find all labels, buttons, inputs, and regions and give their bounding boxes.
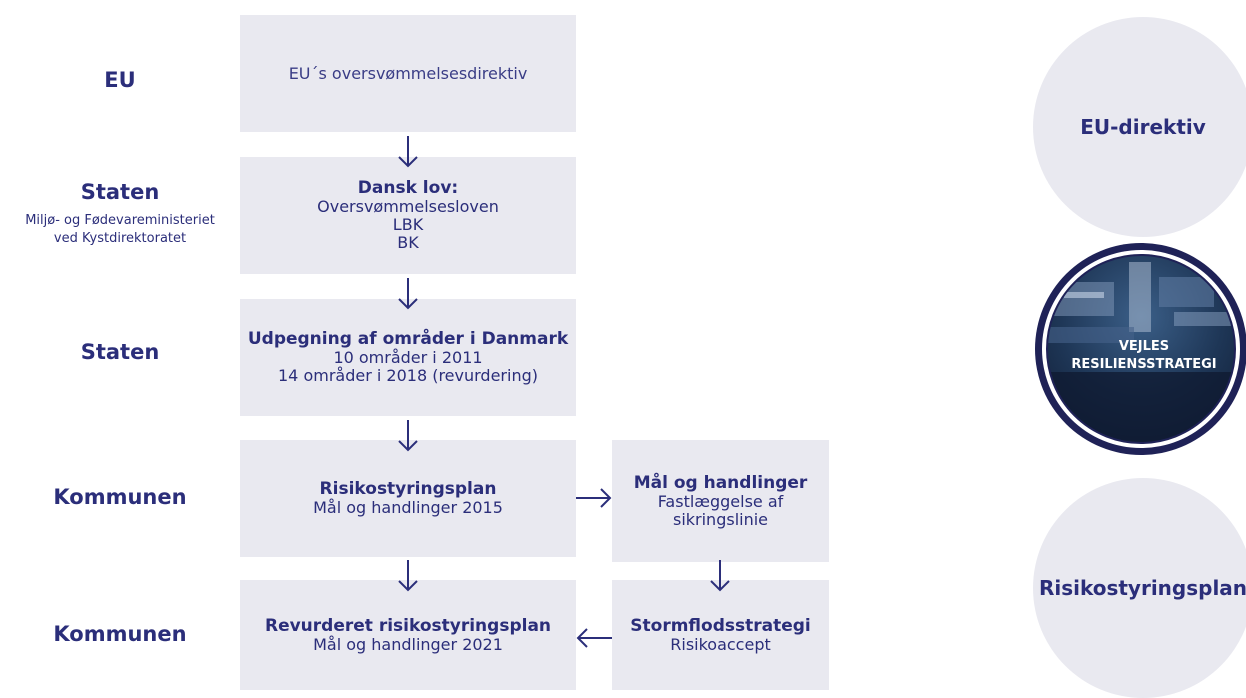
level-subtitle: Miljø- og Fødevareministeriet ved Kystdi…	[25, 213, 215, 246]
circle-eu-directive: EU-direktiv	[1033, 17, 1246, 237]
box-goals: Mål og handlinger Fastlæggelse af sikrin…	[612, 440, 829, 562]
level-kommunen-1: Kommunen	[40, 485, 200, 509]
level-title: EU	[104, 68, 136, 92]
box-revised-plan: Revurderet risikostyringsplan Mål og han…	[240, 580, 576, 690]
level-title: Staten	[80, 180, 160, 204]
level-title: Kommunen	[53, 622, 187, 646]
strategy-label-line-2: RESILIENSSTRATEGI	[1071, 357, 1216, 372]
box-risk-plan: Risikostyringsplan Mål og handlinger 201…	[240, 440, 576, 557]
box-storm: Stormflodsstrategi Risikoaccept	[612, 580, 829, 690]
box-designation: Udpegning af områder i Danmark 10 område…	[240, 299, 576, 416]
circle-risk-plan: Risikostyringsplan	[1033, 478, 1246, 698]
arrow-down-icon	[398, 420, 418, 452]
level-kommunen-2: Kommunen	[40, 622, 200, 646]
arrow-right-icon	[576, 488, 612, 508]
box-danish-law: Dansk lov: Oversvømmelsesloven LBK BK	[240, 157, 576, 274]
arrow-down-icon	[398, 136, 418, 168]
strategy-label-line-1: VEJLES	[1119, 339, 1169, 354]
level-title: Kommunen	[53, 485, 187, 509]
level-title: Staten	[80, 340, 160, 364]
arrow-down-icon	[398, 278, 418, 310]
arrow-down-icon	[710, 560, 730, 592]
strategy-photo-badge: VEJLES RESILIENSSTRATEGI	[1035, 243, 1246, 455]
level-eu: EU	[60, 68, 180, 92]
level-staten-2: Staten	[60, 340, 180, 364]
box-eu-directive: EU´s oversvømmelsesdirektiv	[240, 15, 576, 132]
level-staten-1: Staten Miljø- og Fødevareministeriet ved…	[0, 180, 240, 248]
arrow-down-icon	[398, 560, 418, 592]
arrow-left-icon	[576, 628, 612, 648]
